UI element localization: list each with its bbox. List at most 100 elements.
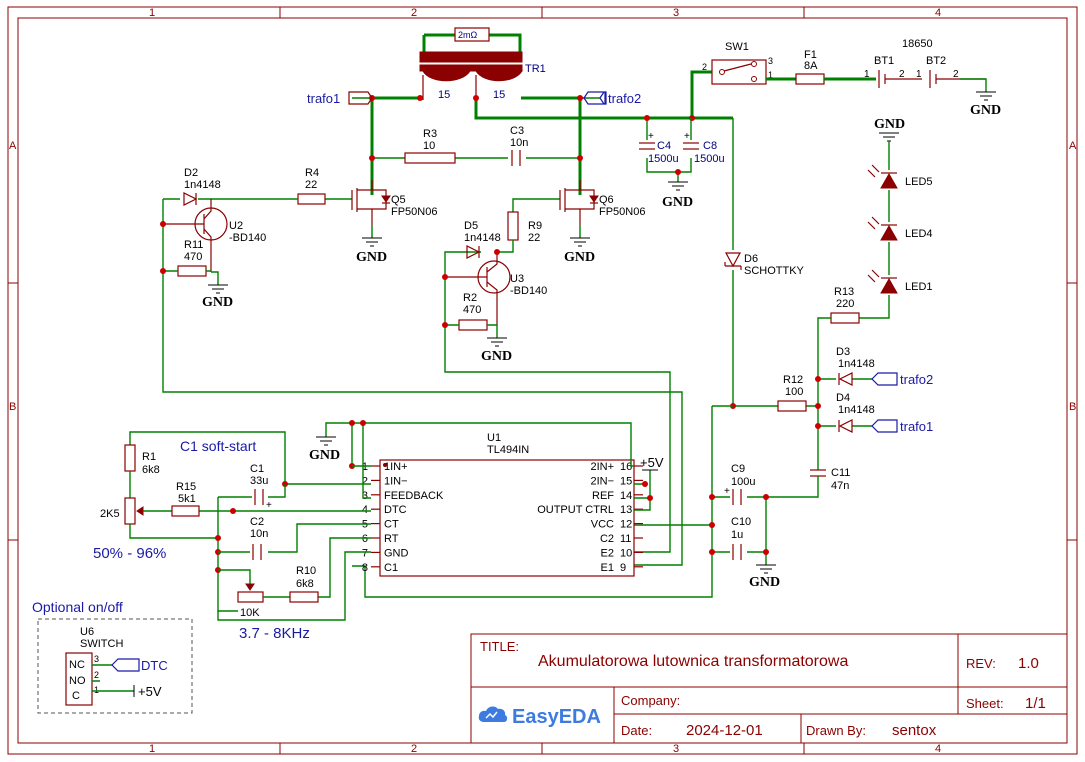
- resistor-r13[interactable]: [830, 312, 860, 324]
- svg-text:3: 3: [94, 654, 99, 664]
- potentiometer-10k[interactable]: [237, 591, 264, 603]
- potentiometer-2k5[interactable]: [124, 497, 136, 525]
- rev-label: REV:: [966, 656, 996, 671]
- svg-text:R15: R15: [176, 481, 196, 493]
- svg-text:1: 1: [94, 685, 99, 695]
- battery-bt1[interactable]: [878, 70, 922, 88]
- resistor-r2[interactable]: [458, 319, 488, 331]
- svg-text:47n: 47n: [831, 480, 849, 492]
- note-duty: 50% - 96%: [93, 545, 166, 562]
- svg-text:R1: R1: [142, 451, 156, 463]
- capacitor-c3[interactable]: [511, 150, 521, 166]
- led5[interactable]: [867, 164, 898, 189]
- led4[interactable]: [867, 216, 898, 241]
- svg-text:D3: D3: [836, 346, 850, 358]
- sw1-ref: SW1: [725, 41, 749, 53]
- title-block: TITLE: Akumulatorowa lutownica transform…: [470, 633, 1068, 744]
- schottky-section: D6 SCHOTTKY R12 100: [724, 118, 818, 412]
- resistor-r12[interactable]: [777, 400, 807, 412]
- u1-pin-name: E2: [601, 547, 614, 559]
- switch-u6[interactable]: [65, 652, 93, 706]
- mosfet-q5[interactable]: GND Q5 FP50N06: [325, 180, 437, 265]
- svg-text:D6: D6: [744, 253, 758, 265]
- svg-text:R9: R9: [528, 220, 542, 232]
- u1-pin-name: E1: [601, 562, 614, 574]
- col-label-3: 3: [673, 7, 679, 19]
- drawn-by-label: Drawn By:: [806, 723, 866, 738]
- resistor-r1[interactable]: [124, 444, 136, 472]
- col-label-4b: 4: [935, 743, 941, 755]
- diode-d2[interactable]: [183, 192, 198, 206]
- u1-pin-num: 13: [620, 504, 632, 516]
- u1-pin-num: 7: [362, 547, 368, 559]
- led1[interactable]: [867, 269, 898, 294]
- svg-text:6k8: 6k8: [296, 578, 314, 590]
- transistor-u3[interactable]: [445, 252, 511, 325]
- resistor-r11[interactable]: [177, 265, 207, 277]
- sheet-label: Sheet:: [966, 696, 1004, 711]
- fuse-f1[interactable]: [795, 73, 825, 85]
- u1-pin-name: OUTPUT CTRL: [537, 504, 614, 516]
- ic-u1[interactable]: U1 TL494IN: [379, 432, 635, 577]
- svg-text:C1: C1: [250, 463, 264, 475]
- svg-text:F1: F1: [804, 49, 817, 61]
- svg-text:2: 2: [94, 670, 99, 680]
- u1-pin-num: 4: [362, 504, 368, 516]
- resistor-r15[interactable]: [171, 505, 200, 517]
- svg-text:10n: 10n: [250, 528, 268, 540]
- svg-text:GND: GND: [202, 295, 233, 310]
- svg-text:5k1: 5k1: [178, 493, 196, 505]
- svg-text:1n4148: 1n4148: [838, 404, 875, 416]
- net-label-dtc: DTC: [141, 658, 168, 673]
- svg-text:GND: GND: [970, 103, 1001, 118]
- capacitor-c9[interactable]: +: [724, 486, 742, 505]
- svg-text:C: C: [72, 690, 80, 702]
- row-label-a-r: A: [1069, 140, 1077, 152]
- diode-d6[interactable]: [724, 252, 742, 270]
- resistor-r4[interactable]: R4 22: [297, 167, 326, 205]
- svg-text:-BD140: -BD140: [229, 232, 266, 244]
- diode-d4[interactable]: [838, 419, 853, 433]
- svg-text:GND: GND: [564, 250, 595, 265]
- svg-text:C2: C2: [250, 516, 264, 528]
- capacitor-c2[interactable]: [252, 544, 262, 560]
- led-chain: GND LED5 LED4 LED1 R13 220: [817, 117, 933, 470]
- svg-text:NO: NO: [69, 675, 86, 687]
- resistor-r9[interactable]: [507, 211, 519, 241]
- sense-diodes: D3 1n4148 trafo2 D4 1n4148 trafo1: [815, 346, 933, 434]
- net-label-trafo1: trafo1: [307, 91, 373, 106]
- svg-text:6k8: 6k8: [142, 464, 160, 476]
- svg-text:+: +: [648, 131, 654, 142]
- diode-d5[interactable]: [466, 245, 481, 259]
- mosfet-q6[interactable]: GND Q6 FP50N06: [512, 180, 645, 265]
- diode-d3[interactable]: [838, 372, 853, 386]
- drawing-title: Akumulatorowa lutownica transformatorowa: [538, 653, 848, 670]
- vcc-5v-label: +5V: [640, 455, 664, 470]
- note-optional: Optional on/off: [32, 599, 123, 615]
- transistor-u2[interactable]: [163, 199, 228, 272]
- svg-text:R3: R3: [423, 128, 437, 140]
- svg-text:1u: 1u: [731, 529, 743, 541]
- battery-type: 18650: [902, 38, 933, 50]
- capacitor-c10[interactable]: [732, 544, 742, 560]
- u1-pin-num: 10: [620, 547, 632, 559]
- svg-text:U2: U2: [229, 220, 243, 232]
- capacitor-c8[interactable]: +: [683, 131, 699, 150]
- capacitor-c4[interactable]: +: [639, 131, 655, 150]
- svg-text:Q5: Q5: [391, 194, 406, 206]
- sheet-value: 1/1: [1025, 695, 1046, 712]
- tr1-ref: TR1: [525, 63, 546, 75]
- svg-text:SWITCH: SWITCH: [80, 638, 123, 650]
- optional-switch-u6: U6 SWITCH NC NO C 3 2 1 DTC +5V: [37, 618, 193, 714]
- svg-text:22: 22: [528, 232, 540, 244]
- transformer-tr1[interactable]: 2mΩ TR1 15 15: [419, 27, 546, 101]
- svg-text:22: 22: [305, 179, 317, 191]
- capacitor-c11[interactable]: C11 47n: [810, 467, 850, 492]
- resistor-r10[interactable]: [289, 591, 319, 603]
- note-freq: 3.7 - 8KHz: [239, 625, 310, 642]
- svg-text:R11: R11: [184, 239, 203, 251]
- resistor-r3[interactable]: [404, 152, 456, 164]
- svg-text:C4: C4: [657, 140, 671, 152]
- capacitor-c1[interactable]: +: [254, 489, 272, 511]
